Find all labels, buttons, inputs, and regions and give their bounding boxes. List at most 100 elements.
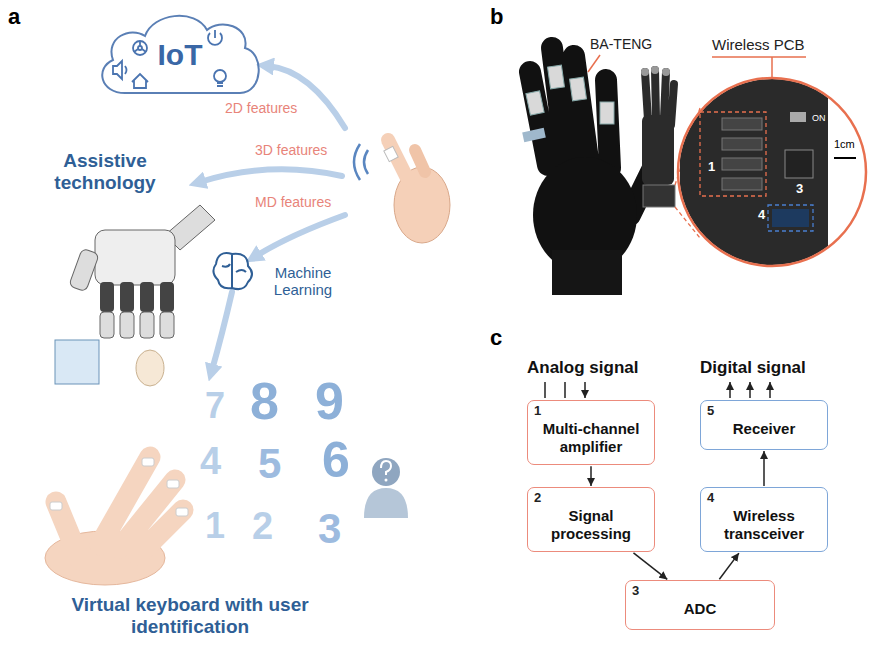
panel-letter: c (490, 325, 502, 350)
switch-label: ON (810, 113, 828, 123)
typing-hand (142, 458, 154, 466)
step-number: 3 (632, 584, 768, 598)
key-digit: 7 (205, 385, 225, 426)
wearing-hand (384, 146, 398, 161)
pcb-zoom (834, 157, 856, 159)
step-number: 4 (707, 491, 821, 505)
panel-letter: a (8, 4, 20, 29)
robot-hand (100, 282, 114, 312)
iot-icons (113, 61, 127, 79)
robot-hand (69, 248, 100, 292)
key-digit: 9 (315, 372, 344, 432)
pcb-zoom (790, 112, 806, 122)
feature-label: 2D features (225, 100, 297, 116)
small-glove (651, 66, 659, 74)
small-glove (642, 115, 674, 185)
key-digit: 4 (200, 440, 221, 484)
key-digit: 8 (250, 372, 279, 432)
key-digit: 6 (322, 432, 350, 490)
signal-arrows (769, 382, 771, 398)
process-box: 4Wireless transceiver (700, 487, 828, 552)
pcb-zoom (722, 158, 762, 170)
feature-arrows (256, 215, 345, 256)
signal-label: Analog signal (527, 358, 638, 378)
key-digit: 3 (318, 505, 341, 553)
pcb-zoom (712, 57, 806, 78)
signal-arrows (545, 382, 770, 398)
box-label: ADC (632, 600, 768, 618)
robot-hand (120, 282, 134, 312)
user-icon (385, 479, 388, 482)
feature-arrows (212, 292, 232, 370)
flow-arrow (590, 466, 592, 486)
flow-arrow (763, 451, 765, 486)
process-box: 1Multi-channel amplifier (527, 400, 655, 465)
callout-number: 1 (706, 160, 717, 175)
glove-photo (522, 48, 652, 295)
iot-icons (133, 41, 147, 55)
robot-hand (140, 312, 154, 338)
step-number: 1 (534, 404, 648, 418)
iot-icons (217, 83, 223, 86)
step-number: 5 (707, 404, 821, 418)
typing-hand (56, 457, 183, 560)
wearing-hand (354, 140, 450, 243)
brain-icon (213, 253, 252, 289)
robot-hand (136, 350, 164, 386)
feature-label: 3D features (255, 142, 327, 158)
process-box: 2Signal processing (527, 487, 655, 552)
application-title: Virtual keyboard with user identificatio… (20, 594, 360, 638)
glove-photo (522, 128, 546, 142)
user-icon (372, 458, 400, 486)
glove-photo (526, 91, 544, 115)
user-icon (364, 458, 408, 518)
pcb-zoom (768, 205, 813, 231)
iot-icons (132, 74, 148, 88)
iot-icons (113, 30, 226, 88)
callout-number: 4 (756, 208, 767, 223)
box-label: Multi-channel amplifier (534, 420, 648, 456)
pcb-zoom (772, 209, 809, 227)
robot-hand (120, 312, 134, 338)
part-label: Wireless PCB (712, 36, 805, 53)
robot-hand (140, 282, 154, 312)
signal-arrows (545, 382, 585, 398)
flow-arrow (719, 553, 739, 579)
pcb-zoom (722, 178, 762, 190)
iot-icons (138, 46, 142, 50)
feature-arrows (268, 66, 345, 128)
step-number: 2 (534, 491, 648, 505)
glove-photo (548, 65, 565, 89)
user-icon (364, 488, 408, 518)
robot-hand (95, 230, 175, 285)
glove-photo (600, 102, 614, 124)
pcb-zoom (785, 150, 813, 178)
box-label: Wireless transceiver (707, 507, 821, 543)
iot-icons (214, 70, 226, 82)
glove-photo (552, 250, 622, 295)
key-digit: 2 (252, 505, 273, 549)
robot-hand (55, 205, 215, 386)
pcb-zoom (678, 57, 866, 268)
pcb-zoom (722, 118, 762, 130)
pcb-zoom (722, 138, 762, 150)
robot-hand (160, 312, 174, 338)
robot-hand (100, 312, 114, 338)
process-box: 5Receiver (700, 400, 828, 450)
user-icon (381, 461, 391, 475)
iot-icons (134, 41, 146, 52)
robot-hand (160, 282, 174, 312)
glove-photo (588, 55, 600, 72)
typing-hand (45, 457, 188, 585)
key-digit: 1 (205, 505, 225, 546)
brain-icon (213, 253, 252, 289)
feature-label: MD features (255, 194, 331, 210)
signal-label: Digital signal (700, 358, 806, 378)
feature-arrows (200, 66, 345, 370)
iot-icons (208, 30, 222, 45)
glove-photo (570, 77, 587, 101)
small-glove (641, 68, 649, 76)
pcb-zoom (678, 78, 866, 266)
